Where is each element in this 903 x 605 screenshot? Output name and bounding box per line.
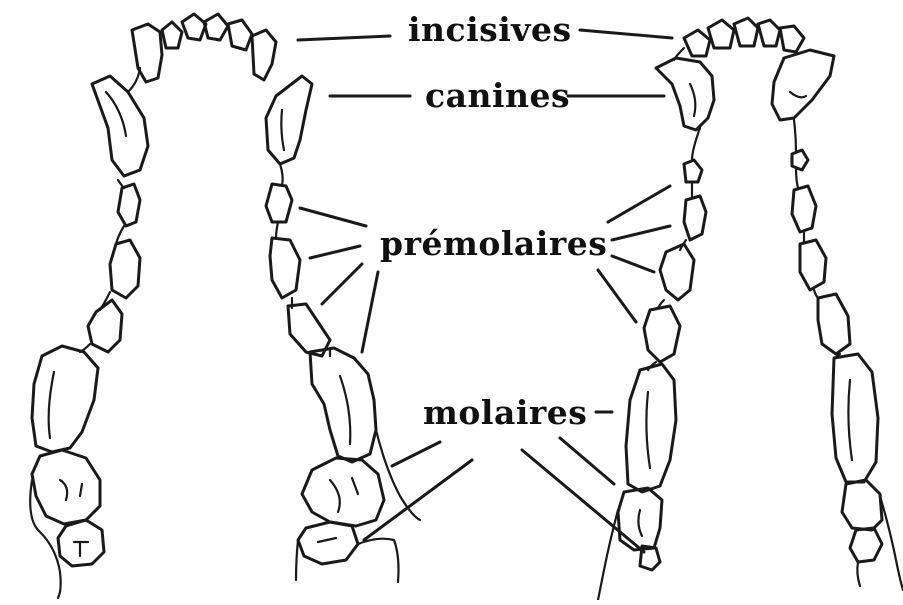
- leader-premolaires-3: [322, 264, 362, 304]
- leader-premolaires-1: [300, 208, 366, 226]
- leader-incisives-left: [298, 36, 390, 40]
- label-incisives: incisives: [408, 10, 572, 49]
- leader-molaires-left-1: [392, 442, 440, 466]
- leader-molaires-left-2: [364, 460, 472, 540]
- left-jaw-molars: [32, 346, 384, 566]
- label-canines: canines: [425, 76, 570, 115]
- leader-molaires-right-2: [560, 438, 614, 484]
- leader-premolaires-7: [612, 256, 654, 272]
- leader-premolaires-5: [608, 186, 670, 222]
- label-premolaires: prémolaires: [380, 224, 607, 263]
- left-jaw: [30, 14, 420, 598]
- leader-premolaires-6: [612, 226, 670, 240]
- right-jaw-molars: [618, 354, 882, 570]
- right-jaw-incisors: [684, 18, 804, 56]
- right-jaw-premolars: [644, 150, 850, 362]
- left-jaw-premolars: [88, 184, 330, 356]
- right-jaw-canines: [656, 50, 834, 130]
- label-molaires: molaires: [423, 393, 587, 432]
- left-jaw-canines: [92, 76, 312, 176]
- right-jaw: [598, 18, 903, 600]
- leader-premolaires-2: [310, 246, 360, 258]
- left-jaw-incisors: [132, 14, 276, 82]
- leader-premolaires-8: [598, 270, 636, 322]
- right-jaw-outline: [598, 48, 903, 600]
- leader-premolaires-4: [362, 272, 378, 352]
- leader-incisives-right: [580, 30, 672, 38]
